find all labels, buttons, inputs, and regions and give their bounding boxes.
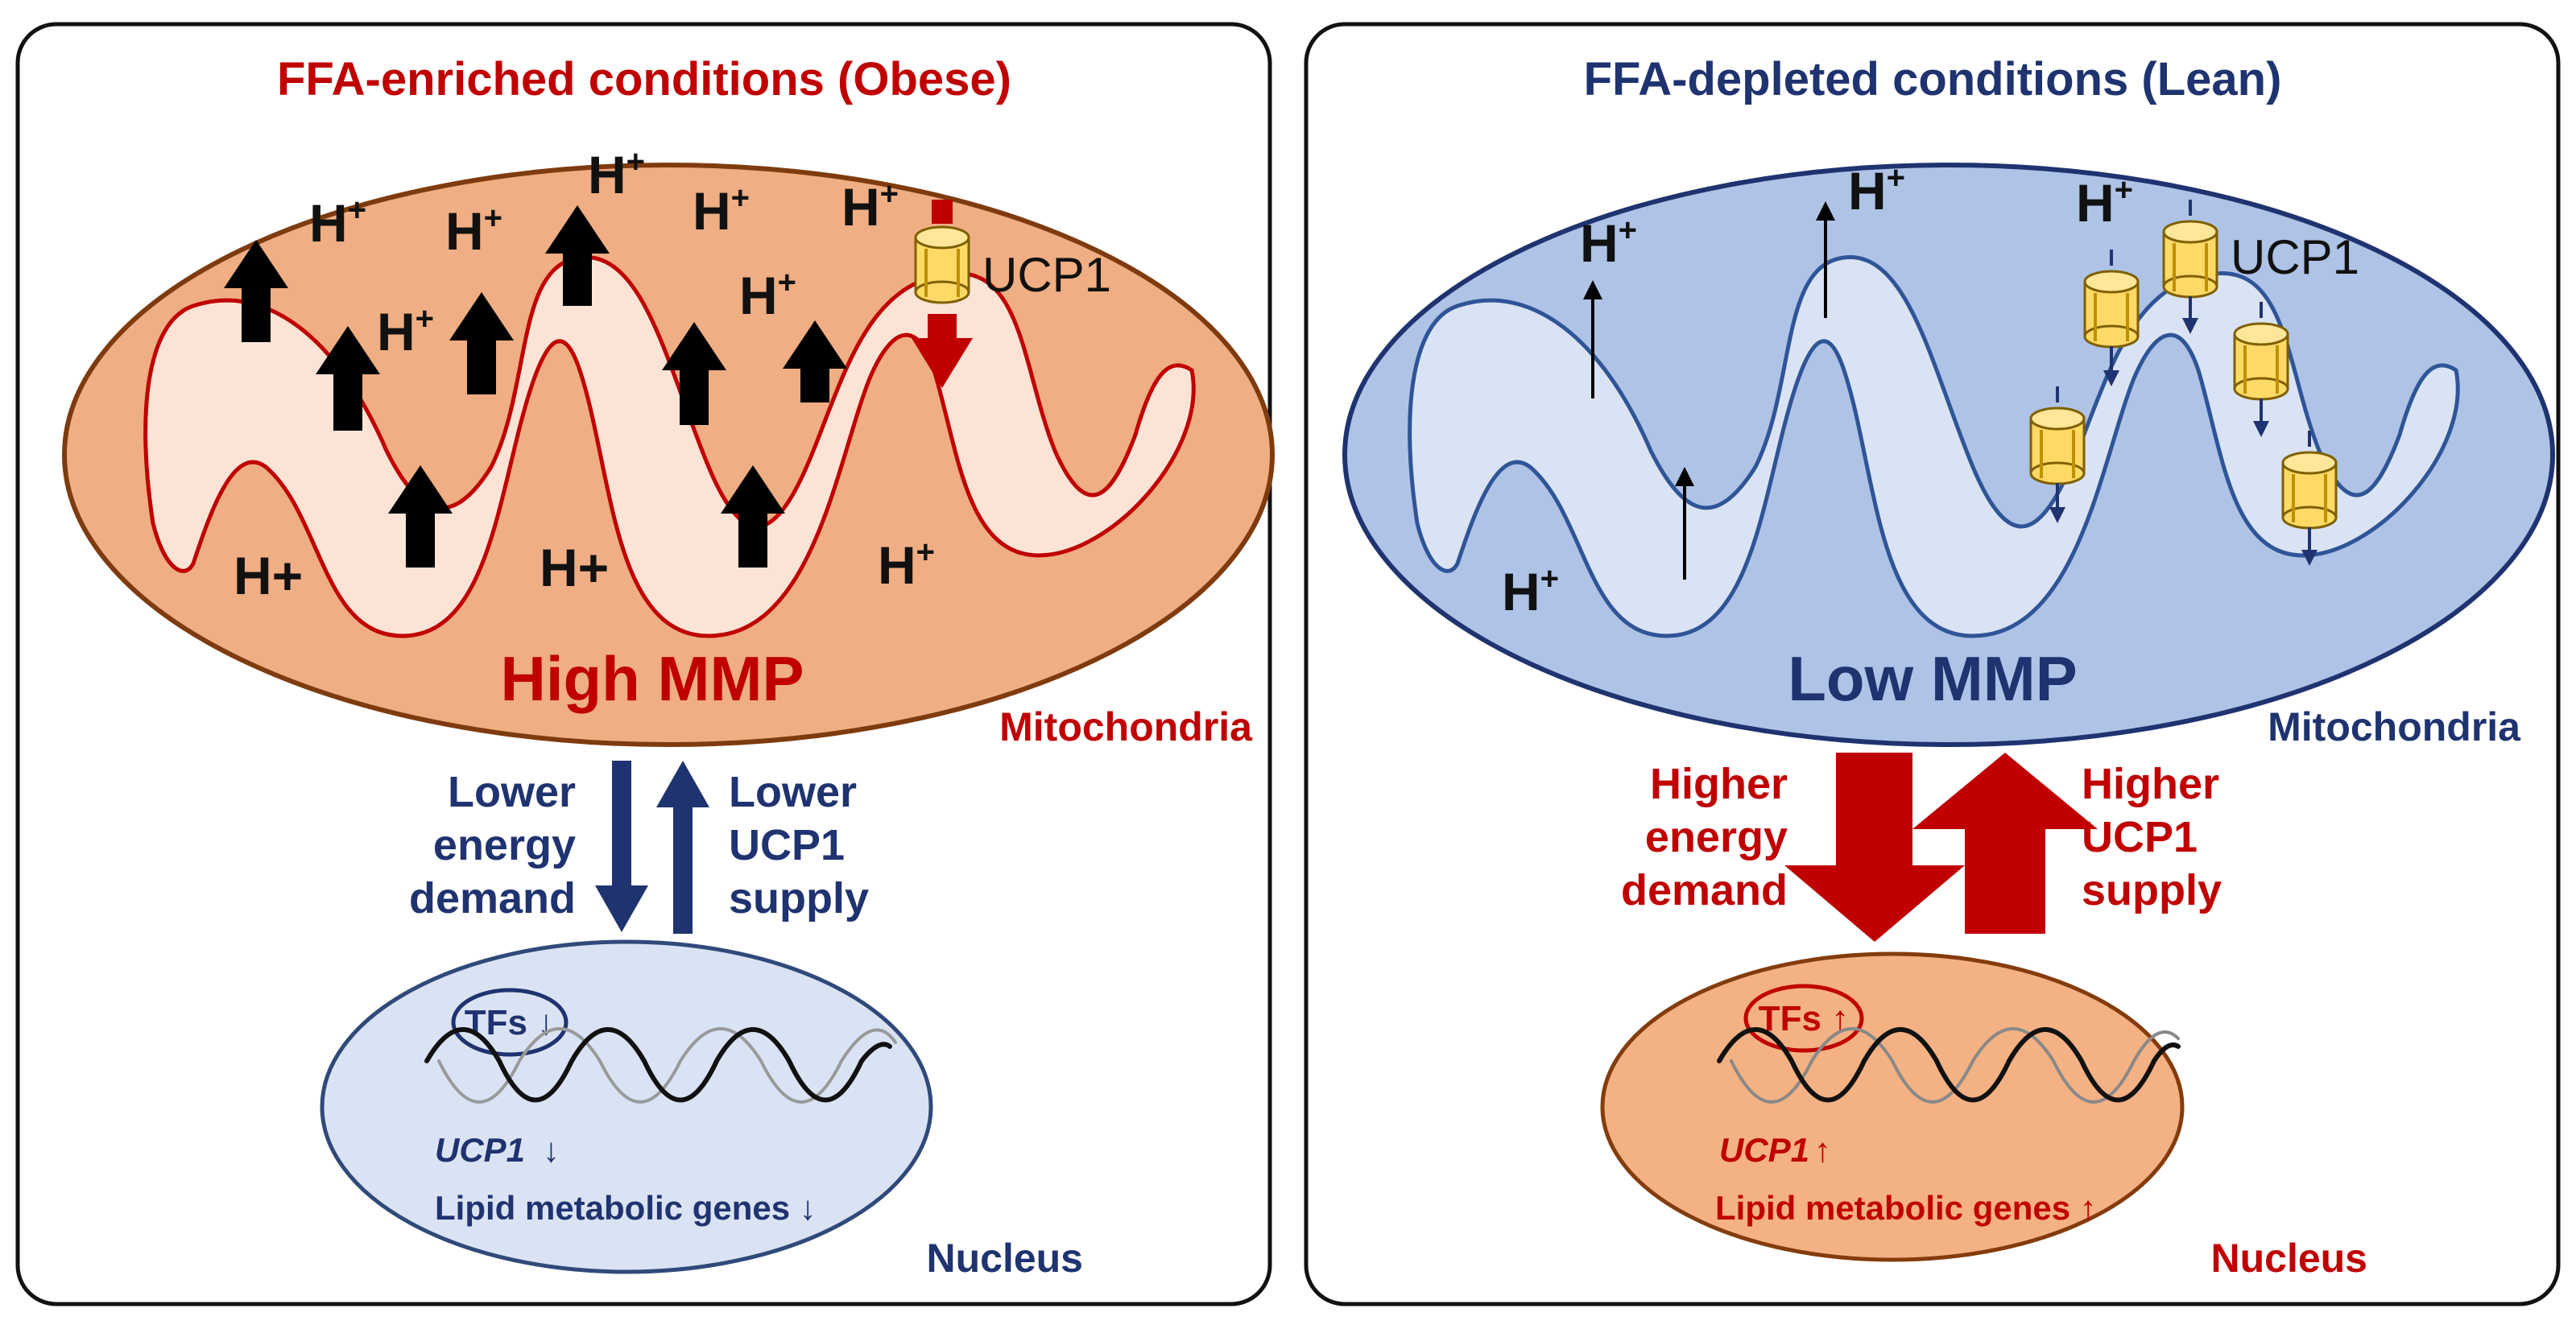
proton-label: H+ — [693, 180, 750, 241]
proton-label: H+ — [309, 192, 366, 253]
mitochondrion-inner-membrane — [1408, 255, 2460, 638]
membrane-potential-label: Low MMP — [1788, 643, 2078, 714]
energy-demand-label: Lower energy demand — [409, 768, 576, 922]
nucleus-label: Nucleus — [2210, 1236, 2367, 1281]
ucp1-supply-label: Lower UCP1 supply — [729, 768, 869, 922]
proton-up-arrow-icon — [1675, 467, 1694, 580]
svg-text:Higher: Higher — [1650, 760, 1788, 808]
proton-up-arrow-icon — [1816, 201, 1835, 318]
lipid-genes-label: Lipid metabolic genes ↑ — [1715, 1189, 2097, 1227]
lipid-genes-label: Lipid metabolic genes ↓ — [435, 1189, 817, 1227]
ucp1-channel-icon — [912, 200, 973, 388]
nucleus-membrane — [320, 939, 933, 1274]
proton-up-arrow-icon — [316, 326, 380, 431]
ucp1-label: UCP1 — [982, 248, 1111, 302]
proton-up-arrow-icon — [224, 240, 288, 342]
svg-text:energy: energy — [1645, 813, 1788, 861]
proton-label: H+ — [878, 534, 935, 595]
ucp1-label: UCP1 — [2231, 230, 2359, 284]
proton-up-arrow-icon — [388, 465, 453, 568]
lean-panel-title: FFA-depleted conditions (Lean) — [1584, 53, 2282, 105]
signal-down-arrow-icon — [1784, 753, 1965, 942]
svg-text:supply: supply — [2082, 866, 2222, 914]
svg-text:UCP1: UCP1 — [2082, 813, 2198, 861]
dna-double-helix-icon — [1717, 1027, 2181, 1104]
proton-label: H+ — [1580, 213, 1637, 273]
mitochondria-label: Mitochondria — [999, 704, 1253, 749]
proton-up-arrow-icon — [662, 322, 726, 425]
svg-text:demand: demand — [409, 874, 576, 922]
svg-text:Higher: Higher — [2082, 760, 2219, 808]
svg-text:demand: demand — [1621, 866, 1788, 914]
ucp1-channel-icon — [2281, 431, 2338, 566]
transcription-factor-badge — [1743, 984, 1864, 1053]
proton-leak-arrow-tail — [932, 200, 953, 224]
svg-text:UCP1: UCP1 — [729, 821, 845, 869]
proton-label: H+ — [1848, 160, 1905, 221]
ucp1-supply-label: Higher UCP1 supply — [2082, 760, 2222, 914]
proton-label: H+ — [234, 546, 303, 605]
svg-text:Lower: Lower — [729, 768, 857, 816]
lean-signal-arrows — [1784, 753, 2098, 942]
mitochondria-label: Mitochondria — [2268, 704, 2521, 749]
proton-up-arrow-icon — [783, 320, 847, 402]
transcription-factor-badge — [451, 988, 569, 1057]
obese-nucleus: TFs ↓ UCP1↓ Lipid metabolic genes ↓ — [320, 939, 933, 1274]
ucp1-channel-icon — [2233, 302, 2289, 437]
signal-down-arrow-icon — [595, 761, 648, 932]
obese-panel-title: FFA-enriched conditions (Obese) — [277, 53, 1011, 105]
transcription-factor-label: TFs ↑ — [1759, 999, 1849, 1038]
proton-label: H+ — [841, 176, 899, 237]
proton-up-arrow-icon — [1583, 280, 1602, 398]
proton-up-arrow-icon — [449, 292, 514, 394]
ucp1-gene-label: UCP1↓ — [435, 1131, 560, 1169]
ucp1-gene-label: UCP1↑ — [1719, 1131, 1831, 1169]
proton-up-arrow-icon — [545, 205, 610, 306]
proton-label: H+ — [540, 538, 609, 597]
proton-label: H+ — [377, 301, 434, 361]
proton-label: H+ — [588, 144, 645, 204]
obese-signal-arrows — [595, 761, 709, 934]
signal-up-arrow-icon — [1912, 753, 2098, 934]
lean-ucp1-channels — [2029, 200, 2338, 566]
nucleus-label: Nucleus — [926, 1236, 1083, 1281]
svg-text:energy: energy — [433, 821, 576, 869]
membrane-potential-label: High MMP — [501, 643, 804, 714]
obese-panel: FFA-enriched conditions (Obese) H+ H+ H+… — [15, 22, 1275, 1306]
signal-up-arrow-icon — [656, 761, 709, 934]
proton-up-arrow-icon — [721, 465, 785, 568]
lean-nucleus: TFs ↑ UCP1↑ Lipid metabolic genes ↑ — [1600, 951, 2185, 1262]
proton-label: H+ — [445, 200, 502, 261]
proton-label: H+ — [1502, 561, 1559, 621]
proton-down-arrow-icon — [912, 314, 973, 388]
proton-label: H+ — [2076, 172, 2133, 233]
dna-double-helix-icon — [424, 1027, 897, 1104]
ucp1-channel-icon — [2083, 250, 2140, 386]
ucp1-channel-icon — [2029, 386, 2086, 523]
lean-panel: FFA-depleted conditions (Lean) H+ H+ H+ … — [1304, 22, 2561, 1306]
lean-mitochondrion — [1342, 163, 2555, 747]
energy-demand-label: Higher energy demand — [1621, 760, 1788, 914]
ucp1-channel-icon — [2162, 200, 2218, 334]
proton-label: H+ — [739, 265, 796, 325]
svg-text:supply: supply — [729, 874, 869, 922]
lean-proton-pump-arrows — [1583, 201, 1835, 580]
svg-text:Lower: Lower — [448, 768, 576, 816]
obese-proton-pump-arrows — [224, 205, 847, 568]
